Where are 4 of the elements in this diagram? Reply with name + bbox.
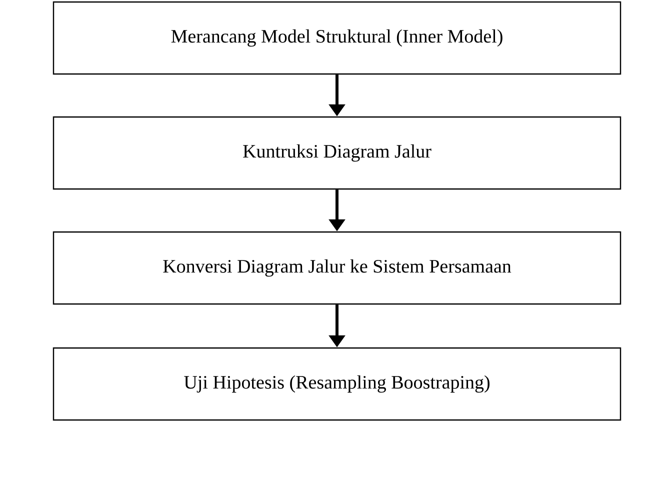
process-box: Kuntruksi Diagram Jalur [52,116,622,190]
process-box: Merancang Model Struktural (Inner Model) [52,1,622,75]
process-box: Uji Hipotesis (Resampling Boostraping) [52,347,622,421]
process-box: Konversi Diagram Jalur ke Sistem Persamaan [52,231,622,305]
